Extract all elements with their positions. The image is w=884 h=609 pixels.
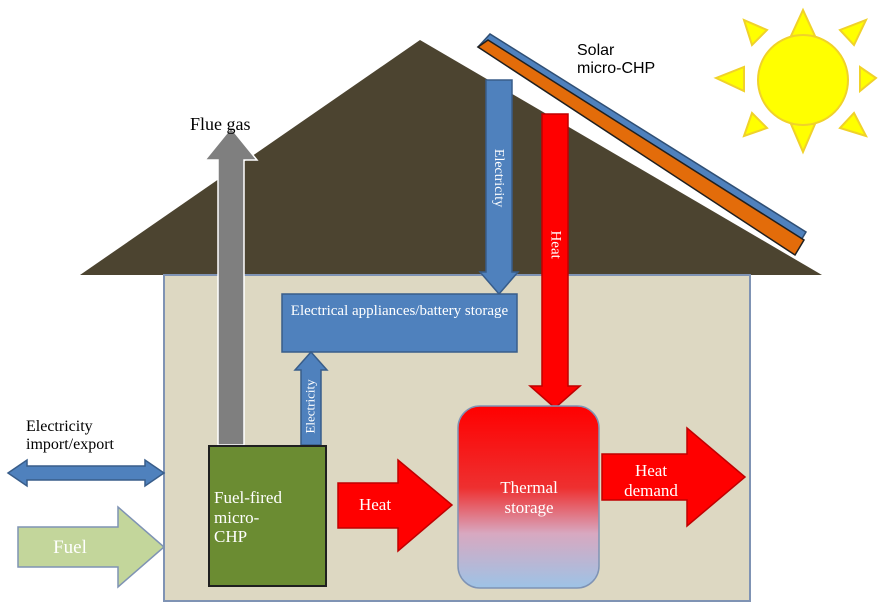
roof: [80, 40, 822, 275]
heat-mid-label: Heat: [358, 495, 392, 514]
heat-demand-arrow: [601, 426, 747, 528]
electricity-roof-arrow: [478, 79, 520, 296]
sun-icon: [713, 7, 878, 155]
flue-gas-label: Flue gas: [190, 114, 251, 134]
fuel-arrow: [17, 505, 166, 589]
chp-box: [208, 445, 327, 587]
electricity-roof-label: Electricity: [491, 148, 507, 208]
fuel-label: Fuel: [53, 537, 87, 558]
electricity-import-label: Electricity import/export: [26, 418, 114, 453]
solar-label: Solar micro-CHP: [577, 42, 656, 77]
heat-roof-label: Heat: [547, 230, 564, 259]
appliances-box: [281, 293, 518, 353]
thermal-storage-tank: [457, 405, 600, 589]
solar-panel: [476, 33, 808, 257]
thermal-storage-label: Thermal storage: [500, 478, 558, 517]
electricity-chp-arrow: [293, 350, 329, 446]
electricity-import-arrow: [6, 458, 166, 488]
flue-gas-arrow: [203, 126, 259, 446]
electricity-chp-label: Electricity: [302, 379, 318, 434]
heat-demand-label: Heat demand: [624, 461, 678, 500]
appliances-label: Electrical appliances/battery storage: [290, 303, 509, 319]
heat-mid-arrow: [337, 458, 454, 553]
chp-label: Fuel-fired micro- CHP: [214, 488, 282, 547]
heat-roof-arrow: [528, 113, 582, 409]
